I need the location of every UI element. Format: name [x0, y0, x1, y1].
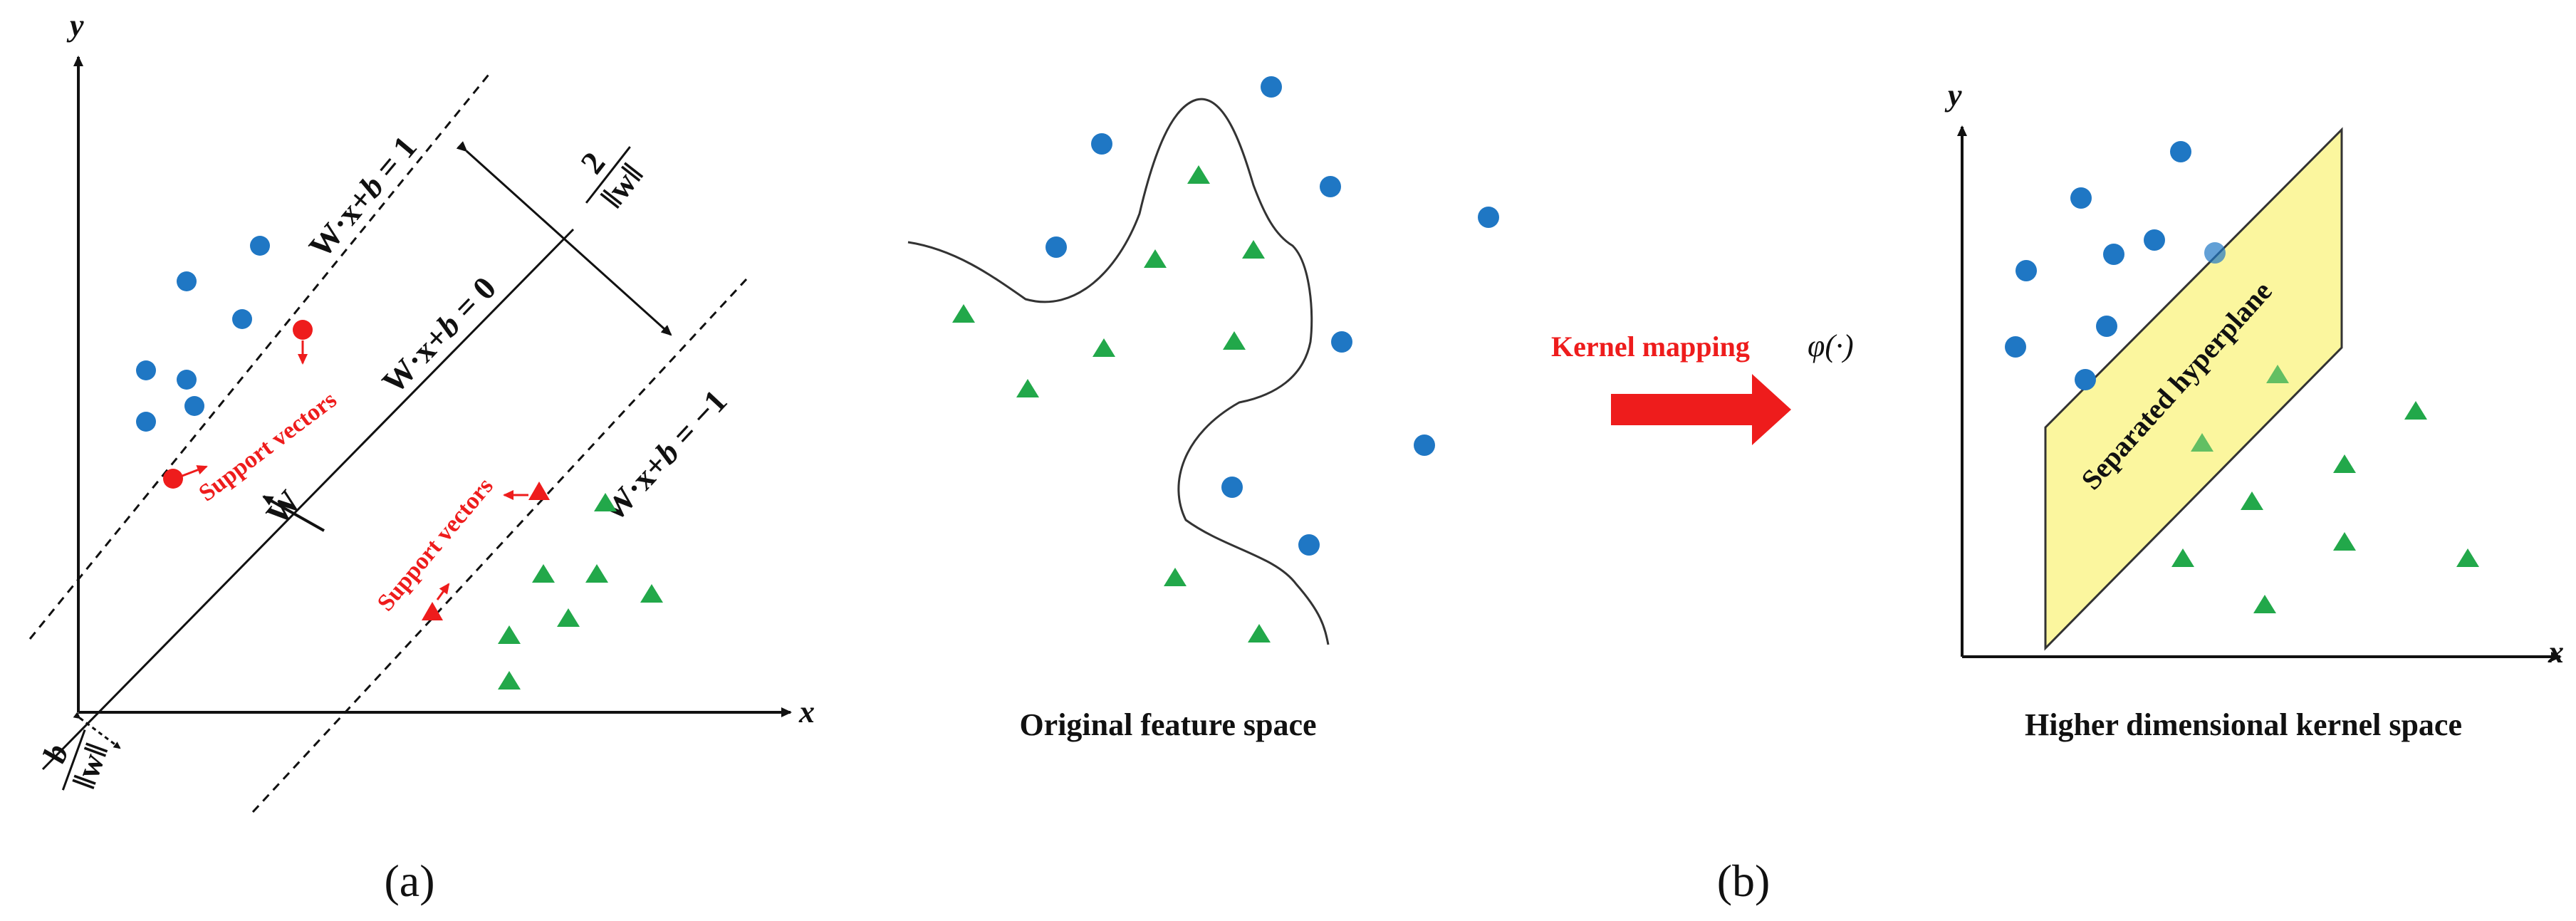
class-two-point — [585, 564, 608, 583]
class-one-point — [1414, 435, 1435, 456]
support-vector-point — [528, 482, 550, 500]
panel-a-label: (a) — [384, 855, 434, 906]
decision-boundary-line — [41, 228, 575, 771]
class-one-point — [2096, 316, 2117, 337]
class-one-point — [1261, 76, 1282, 98]
class-one-point — [1320, 176, 1341, 197]
class-two-point — [557, 608, 580, 627]
class-one-point — [232, 309, 252, 329]
panel-b-original-space: Original feature space — [907, 76, 1499, 742]
class-two-point — [2241, 491, 2263, 510]
original-space-caption: Original feature space — [1019, 707, 1316, 742]
class-two-point — [498, 671, 521, 690]
class-two-point — [2191, 433, 2213, 452]
panel-b-kernel-space: y x Separated hyperplane Higher dim — [1944, 78, 2564, 742]
margin-width-fraction: 2 ‖w‖ — [573, 145, 650, 214]
class-two-point — [1016, 379, 1039, 397]
class-two-point — [1144, 249, 1167, 268]
class-one-point — [136, 360, 156, 380]
class-one-point — [184, 396, 204, 416]
class-one-point — [1331, 331, 1352, 353]
class-one-point — [1478, 207, 1499, 228]
margin-width-arrow — [456, 141, 672, 336]
class-one-point — [177, 271, 197, 291]
class-two-point — [532, 564, 555, 583]
class-one-point — [177, 370, 197, 390]
class-two-point — [594, 493, 617, 511]
support-arrow — [436, 583, 450, 600]
kernel-mapping-symbol: φ(·) — [1808, 328, 1854, 363]
kernel-class-two-points — [2171, 365, 2479, 613]
class-one-point — [2070, 187, 2092, 209]
class-two-point — [2404, 401, 2427, 420]
class-two-point — [2253, 595, 2276, 613]
y-axis-label: y — [1944, 78, 1962, 113]
support-vectors-label-lower: Support vectors — [372, 473, 499, 616]
class-two-point — [2171, 548, 2194, 567]
class-two-point — [952, 304, 975, 323]
class-one-point — [1298, 534, 1320, 556]
class-one-point — [2005, 336, 2026, 358]
class-one-points — [136, 236, 270, 432]
class-two-point — [2333, 454, 2356, 473]
y-axis-label: y — [66, 8, 84, 43]
original-class-two-points — [952, 165, 1271, 642]
upper-margin-equation: W·x+b = 1 — [302, 129, 424, 264]
class-one-point — [2075, 369, 2096, 390]
normal-vector-label: W — [259, 483, 308, 531]
support-vector-point — [293, 320, 313, 340]
offset-fraction: b ‖w‖ — [36, 729, 115, 793]
kernel-mapping-arrow — [1611, 374, 1791, 445]
panel-b-label: (b) — [1717, 855, 1771, 906]
class-two-point — [1248, 624, 1271, 642]
class-one-point — [2204, 242, 2226, 264]
class-two-point — [1223, 331, 1246, 350]
class-two-point — [640, 584, 663, 603]
class-one-point — [2170, 141, 2191, 162]
x-axis-label: x — [2548, 635, 2564, 670]
class-two-point — [1164, 568, 1187, 586]
class-two-point — [2456, 548, 2479, 567]
class-two-points — [498, 493, 663, 690]
class-one-point — [250, 236, 270, 256]
class-two-point — [2266, 365, 2289, 383]
class-one-point — [1045, 236, 1067, 258]
class-two-point — [1187, 165, 1210, 184]
svg-text:‖w‖: ‖w‖ — [66, 739, 115, 793]
lower-margin-equation: W·x+b = −1 — [595, 383, 734, 528]
class-one-point — [136, 412, 156, 432]
lower-margin-line — [251, 278, 748, 813]
panel-a: y x W·x+b = 1 W·x+b = 0 W·x+b = −1 2 ‖w‖… — [28, 8, 815, 906]
upper-margin-line — [28, 71, 493, 640]
offset-arrow — [73, 712, 121, 749]
kernel-class-one-points — [2005, 141, 2226, 390]
kernel-mapping: Kernel mapping φ(·) — [1551, 328, 1854, 445]
x-axis-label: x — [798, 694, 815, 729]
kernel-space-caption: Higher dimensional kernel space — [2025, 707, 2462, 742]
class-two-point — [1093, 338, 1115, 357]
class-one-point — [2103, 244, 2124, 265]
class-one-point — [1091, 133, 1112, 155]
decision-boundary-equation: W·x+b = 0 — [375, 269, 504, 400]
support-vector-point — [422, 602, 443, 620]
support-vectors: Support vectors Support vectors — [163, 320, 550, 620]
support-vector-point — [163, 469, 183, 489]
normal-vector-arrow — [262, 495, 325, 532]
nonlinear-boundary-curve — [907, 98, 1330, 645]
original-class-one-points — [1045, 76, 1499, 556]
class-two-point — [2333, 532, 2356, 551]
class-two-point — [498, 625, 521, 644]
separating-hyperplane — [2044, 127, 2343, 651]
class-one-point — [1221, 477, 1243, 498]
class-one-point — [2016, 260, 2037, 281]
class-two-point — [1242, 240, 1265, 259]
support-arrow — [182, 465, 208, 477]
class-one-point — [2144, 229, 2165, 251]
kernel-mapping-label: Kernel mapping — [1551, 331, 1750, 363]
